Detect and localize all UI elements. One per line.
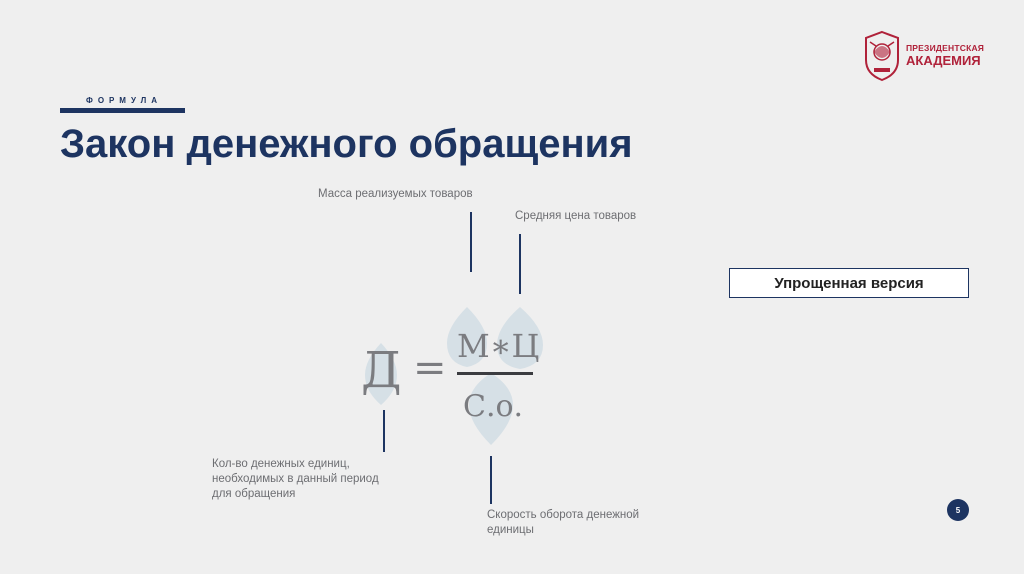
pointer-line-price <box>519 234 521 294</box>
note-money-units-line: необходимых в данный период <box>212 473 379 485</box>
note-velocity: Скорость оборота денежной единицы <box>487 508 639 538</box>
academy-emblem-icon <box>865 30 899 82</box>
note-mass: Масса реализуемых товаров <box>318 188 473 200</box>
logo: ПРЕЗИДЕНТСКАЯ АКАДЕМИЯ <box>862 30 985 82</box>
formula-equals: = <box>413 345 447 391</box>
simplified-version-button[interactable]: Упрощенная версия <box>729 268 969 298</box>
formula-denominator: С.о. <box>463 389 524 424</box>
logo-text-line2: АКАДЕМИЯ <box>906 53 981 68</box>
note-price: Средняя цена товаров <box>515 210 637 222</box>
slide-title: Закон денежного обращения <box>60 122 633 166</box>
note-velocity-line: Скорость оборота денежной <box>487 509 640 521</box>
pointer-line-mass <box>470 212 472 272</box>
note-velocity-line: единицы <box>487 524 534 536</box>
formula: Д = М∗Ц С.о. <box>355 305 555 455</box>
pointer-line-money <box>383 410 385 452</box>
note-money-units: Кол-во денежных единиц, необходимых в да… <box>212 457 379 502</box>
formula-numerator: М∗Ц <box>457 327 540 365</box>
formula-drops <box>365 307 543 445</box>
pointer-line-velocity <box>490 456 492 504</box>
section-bar <box>60 108 185 113</box>
formula-lhs: Д <box>361 341 402 399</box>
page-number-badge: 5 <box>947 499 969 521</box>
logo-text-line1: ПРЕЗИДЕНТСКАЯ <box>906 43 985 53</box>
section-label: ФОРМУЛА <box>86 96 163 105</box>
note-money-units-line: для обращения <box>212 488 296 500</box>
note-money-units-line: Кол-во денежных единиц, <box>212 458 350 470</box>
